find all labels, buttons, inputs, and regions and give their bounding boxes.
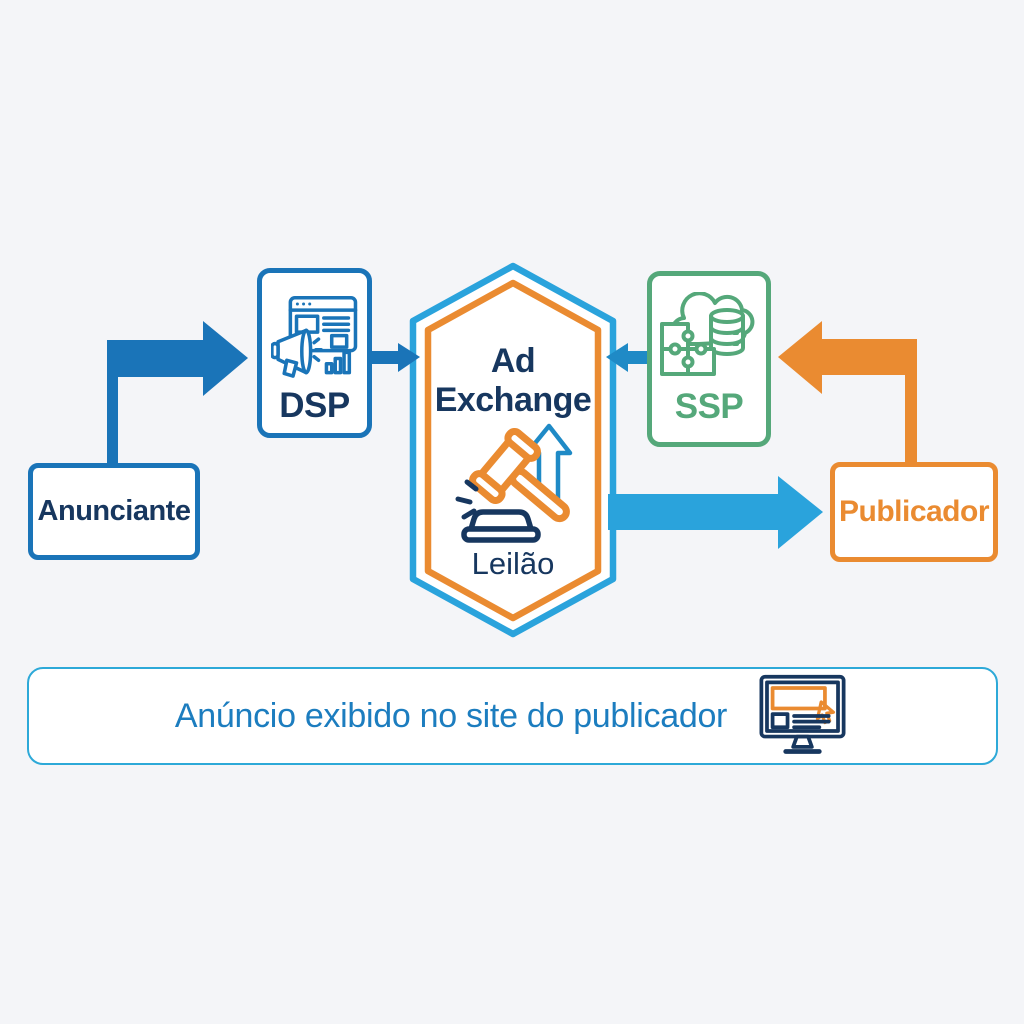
anunciante-label: Anunciante bbox=[37, 495, 191, 527]
publicador-label: Publicador bbox=[838, 495, 990, 528]
auction-gavel-graphic bbox=[455, 423, 573, 543]
arrow-dsp-to-ad-exchange bbox=[370, 343, 420, 372]
node-dsp: DSP bbox=[257, 268, 372, 438]
ssp-label: SSP bbox=[674, 387, 744, 426]
arrow-publicador-to-ssp bbox=[778, 321, 917, 464]
ad-exchange-sublabel: Leilão bbox=[471, 546, 555, 581]
node-publicador: Publicador bbox=[830, 462, 998, 562]
gavel-icon bbox=[455, 427, 570, 543]
arrow-ssp-to-ad-exchange bbox=[606, 343, 650, 372]
node-anunciante: Anunciante bbox=[28, 463, 200, 560]
ad-exchange-title-line2: Exchange bbox=[434, 381, 592, 419]
ad-exchange-title-line1: Ad bbox=[490, 342, 536, 380]
ad-exchange-title: Ad Exchange bbox=[413, 342, 613, 420]
result-banner: Anúncio exibido no site do publicador bbox=[27, 667, 998, 765]
cloud-database-puzzle-icon bbox=[660, 292, 755, 376]
monitor-ad-icon bbox=[759, 674, 846, 754]
megaphone-browser-icon bbox=[270, 296, 357, 378]
dsp-label: DSP bbox=[279, 386, 350, 425]
arrow-anunciante-to-dsp bbox=[107, 321, 248, 466]
node-ssp: SSP bbox=[647, 271, 771, 447]
banner-text: Anúncio exibido no site do publicador bbox=[174, 696, 728, 735]
arrow-ad-exchange-to-publicador bbox=[608, 476, 823, 549]
